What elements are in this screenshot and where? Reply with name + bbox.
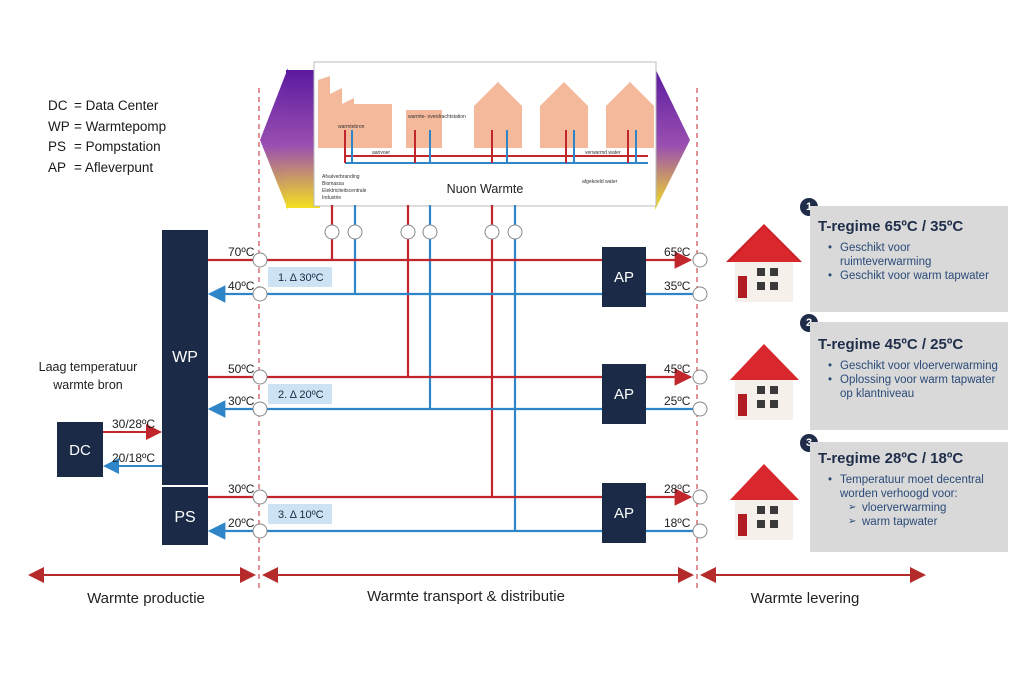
network-label: Nuon Warmte <box>447 182 524 196</box>
valves-top <box>324 224 523 240</box>
legend-row-ps: PS = Pompstation <box>48 137 166 158</box>
wp-label: WP <box>172 349 198 366</box>
temp-supply-out-1: 65ºC <box>664 245 691 259</box>
regime-panel-3: T-regime 28ºC / 18ºC Temperatuur moet de… <box>810 442 1008 552</box>
legend-text: = Data Center <box>74 98 159 113</box>
section-production: Warmte productie <box>87 590 205 607</box>
circuit-1 <box>207 251 694 303</box>
temp-return-in-1: 40ºC <box>228 279 255 293</box>
ap-box-3 <box>602 483 646 543</box>
factory-label-heated: verwarmd water <box>585 150 621 156</box>
right-heat-arrow <box>655 68 690 210</box>
factory-source-1: Biomassa <box>322 181 344 187</box>
circuit-3 <box>207 488 694 540</box>
vertical-pipes <box>330 205 517 531</box>
house-icon-1 <box>726 224 802 302</box>
delta-label-3: 3. Δ 10ºC <box>278 509 324 521</box>
ap-label-1: AP <box>614 269 634 286</box>
factory-source-2: Elektriciteitscentrale <box>322 188 367 194</box>
factory-label-cooled: afgekoeld water <box>582 179 618 185</box>
factory-source-3: Industrie <box>322 195 341 201</box>
legend-abbr: AP <box>48 159 67 175</box>
ap-box-1 <box>602 247 646 307</box>
abbreviation-legend: DC = Data Center WP= Warmtepomp PS = Pomps… <box>48 96 166 178</box>
nuon-network-image: warmtebron warmte- overdrachtstation aan… <box>313 61 657 207</box>
factory-label-station-text: warmte- overdrachtstation <box>408 114 466 120</box>
regime-item: Temperatuur moet decentral worden verhoo… <box>818 473 998 501</box>
regime-item: Geschikt voor warm tapwater <box>818 269 998 283</box>
wp-box <box>162 230 208 485</box>
regime-title-2: T-regime 45ºC / 25ºC <box>818 336 964 353</box>
delta-label-2: 2. Δ 20ºC <box>278 389 324 401</box>
factory-label-station: warmte- overdrachtstation <box>408 114 466 120</box>
left-heat-arrow <box>260 68 288 210</box>
temp-supply-out-3: 28ºC <box>664 482 691 496</box>
source-label-line2: warmte bron <box>52 378 123 392</box>
regime-subitem: warm tapwater <box>818 515 998 529</box>
dc-box <box>57 422 103 477</box>
delta-box-2 <box>268 384 332 404</box>
dc-supply-temp: 30/28ºC <box>112 417 155 431</box>
section-delivery: Warmte levering <box>751 590 860 607</box>
temp-supply-out-2: 45ºC <box>664 362 691 376</box>
left-heat-arrow-body <box>286 70 320 208</box>
delta-box-1 <box>268 267 332 287</box>
delta-box-3 <box>268 504 332 524</box>
regime-panel-2: T-regime 45ºC / 25ºC Geschikt voor vloer… <box>810 322 1008 430</box>
delta-label-1: 1. Δ 30ºC <box>278 272 324 284</box>
temp-return-in-3: 20ºC <box>228 516 255 530</box>
temp-supply-in-3: 30ºC <box>228 482 255 496</box>
circuit-2 <box>207 368 694 418</box>
regime-title-1: T-regime 65ºC / 35ºC <box>818 218 964 235</box>
temp-supply-in-2: 50ºC <box>228 362 255 376</box>
legend-text: = Afleverpunt <box>74 159 154 175</box>
legend-abbr: PS <box>48 139 67 154</box>
factory-label-supply: aanvoer <box>372 150 390 156</box>
factory-label-source: warmtebron <box>338 124 365 130</box>
factory-source-0: Afvalverbranding <box>322 174 360 180</box>
regime-list-2: Geschikt voor vloerverwarming Oplossing … <box>818 359 998 401</box>
regime-item: Oplossing voor warm tapwater op klantniv… <box>818 373 998 401</box>
regime-panel-1: T-regime 65ºC / 35ºC Geschikt voor ruimt… <box>810 206 1008 312</box>
legend-abbr: WP <box>48 118 70 134</box>
regime-item: Geschikt voor vloerverwarming <box>818 359 998 373</box>
regime-item: Geschikt voor ruimteverwarming <box>818 241 998 269</box>
temp-return-in-2: 30ºC <box>228 394 255 408</box>
legend-row-wp: WP= Warmtepomp <box>48 117 166 138</box>
ap-label-2: AP <box>614 386 634 403</box>
regime-list-3: Temperatuur moet decentral worden verhoo… <box>818 473 998 529</box>
dc-return-temp: 20/18ºC <box>112 451 155 465</box>
temp-return-out-3: 18ºC <box>664 516 691 530</box>
regime-list-1: Geschikt voor ruimteverwarming Geschikt … <box>818 241 998 283</box>
house-icon-2 <box>730 344 799 420</box>
legend-row-ap: AP = Afleverpunt <box>48 158 166 179</box>
regime-subitem: vloerverwarming <box>818 501 998 515</box>
source-label-line1: Laag temperatuur <box>39 360 138 374</box>
dc-label: DC <box>69 442 91 459</box>
temp-return-out-1: 35ºC <box>664 279 691 293</box>
legend-abbr: DC <box>48 98 68 113</box>
ap-box-2 <box>602 364 646 424</box>
legend-row-dc: DC = Data Center <box>48 96 166 117</box>
section-transport: Warmte transport & distributie <box>367 588 565 605</box>
temp-return-out-2: 25ºC <box>664 394 691 408</box>
legend-text: = Warmtepomp <box>74 118 167 134</box>
temp-supply-in-1: 70ºC <box>228 245 255 259</box>
legend-text: = Pompstation <box>74 139 161 154</box>
valves-circuits <box>252 252 708 539</box>
ap-label-3: AP <box>614 505 634 522</box>
house-icon-3 <box>730 464 799 540</box>
regime-title-3: T-regime 28ºC / 18ºC <box>818 450 964 467</box>
ps-box <box>162 487 208 545</box>
ps-label: PS <box>174 509 195 526</box>
